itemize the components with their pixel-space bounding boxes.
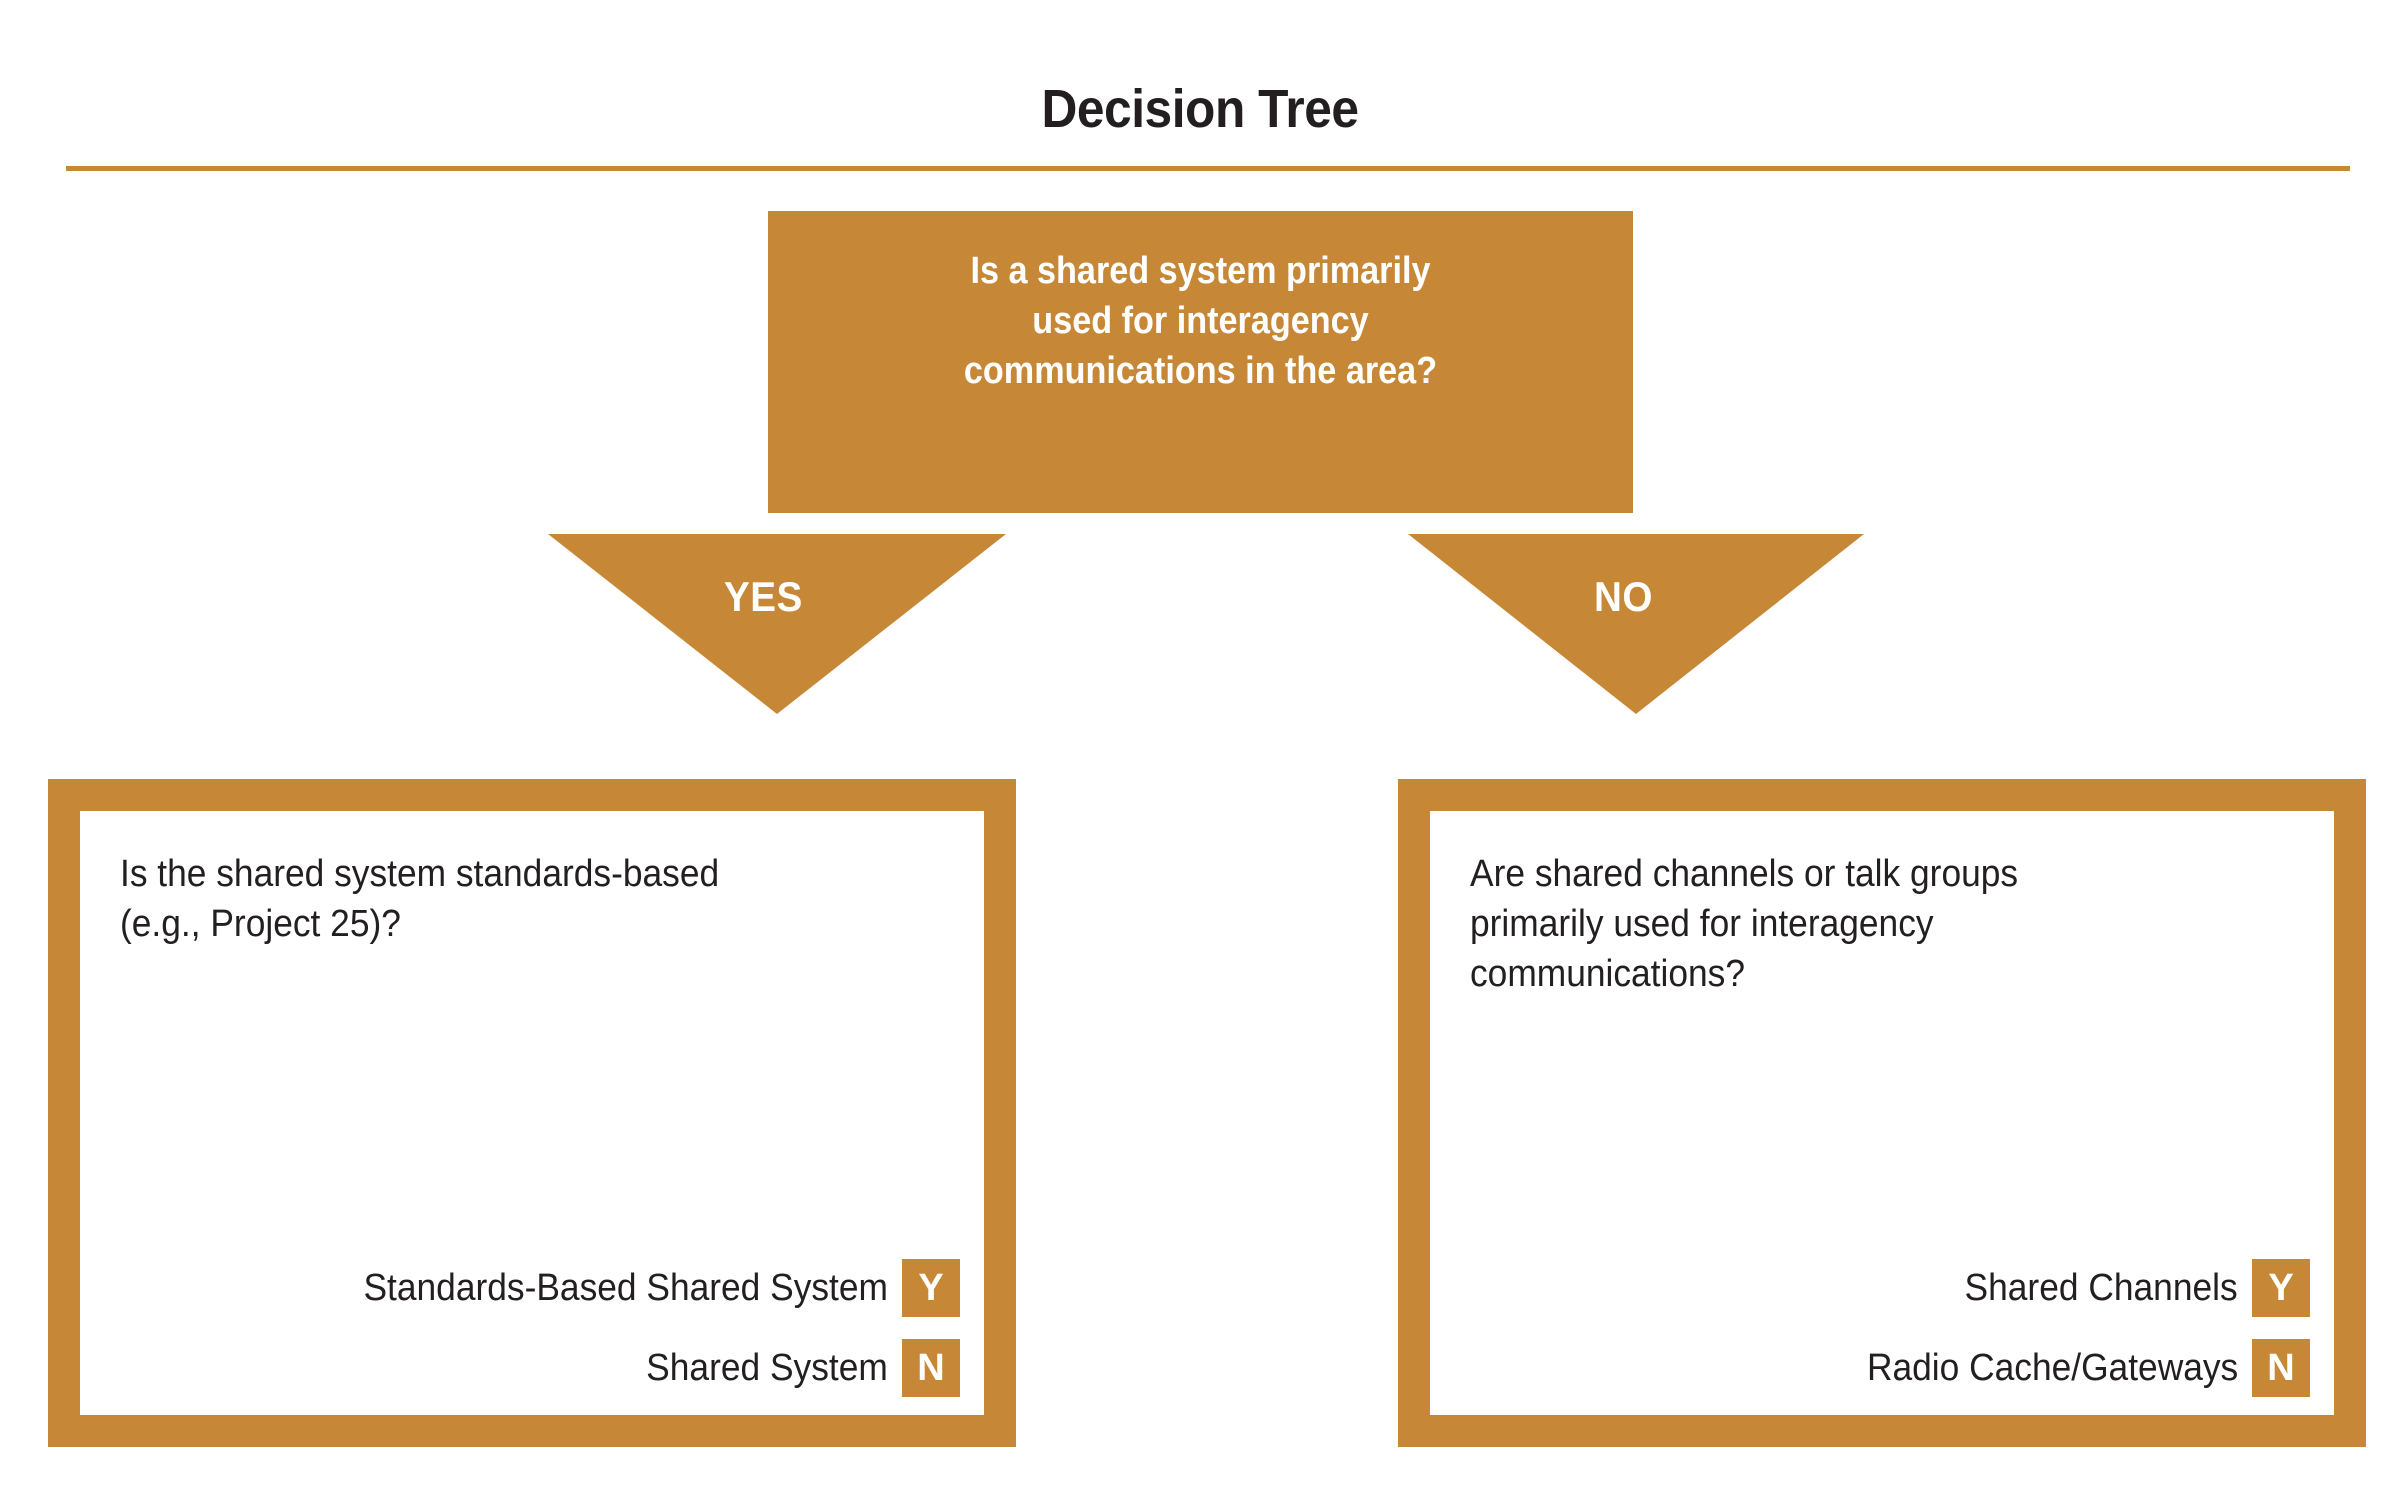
answer-row: Radio Cache/Gateways N xyxy=(1458,1339,2310,1397)
outcome-node-no-body: Are shared channels or talk groups prima… xyxy=(1430,811,2334,1415)
outcome-yes-answer-list: Standards-Based Shared System Y Shared S… xyxy=(108,1259,960,1397)
outcome-node-yes: Is the shared system standards-based (e.… xyxy=(48,779,1016,1447)
branch-label-no: NO xyxy=(1594,573,1653,620)
answer-label: Standards-Based Shared System xyxy=(363,1266,888,1309)
outcome-no-question: Are shared channels or talk groups prima… xyxy=(1470,853,2019,996)
answer-badge-n: N xyxy=(902,1339,960,1397)
page-title: Decision Tree xyxy=(1041,79,1359,139)
outcome-no-answer-list: Shared Channels Y Radio Cache/Gateways N xyxy=(1458,1259,2310,1397)
answer-row: Shared Channels Y xyxy=(1458,1259,2310,1317)
answer-row: Shared System N xyxy=(108,1339,960,1397)
outcome-node-no: Are shared channels or talk groups prima… xyxy=(1398,779,2366,1447)
answer-label: Radio Cache/Gateways xyxy=(1866,1346,2238,1389)
answer-badge-n: N xyxy=(2252,1339,2310,1397)
branch-arrow-yes-icon xyxy=(548,534,1006,714)
outcome-node-yes-body: Is the shared system standards-based (e.… xyxy=(80,811,984,1415)
answer-label: Shared System xyxy=(646,1346,888,1389)
answer-row: Standards-Based Shared System Y xyxy=(108,1259,960,1317)
root-question-text: Is a shared system primarily used for in… xyxy=(963,250,1438,393)
answer-badge-y: Y xyxy=(902,1259,960,1317)
title-divider xyxy=(66,166,2350,171)
outcome-yes-question: Is the shared system standards-based (e.… xyxy=(120,853,720,946)
answer-label: Shared Channels xyxy=(1964,1266,2238,1309)
branch-arrow-no-icon xyxy=(1408,534,1864,714)
root-question-node: Is a shared system primarily used for in… xyxy=(768,211,1633,513)
answer-badge-y: Y xyxy=(2252,1259,2310,1317)
branch-label-yes: YES xyxy=(724,573,803,620)
